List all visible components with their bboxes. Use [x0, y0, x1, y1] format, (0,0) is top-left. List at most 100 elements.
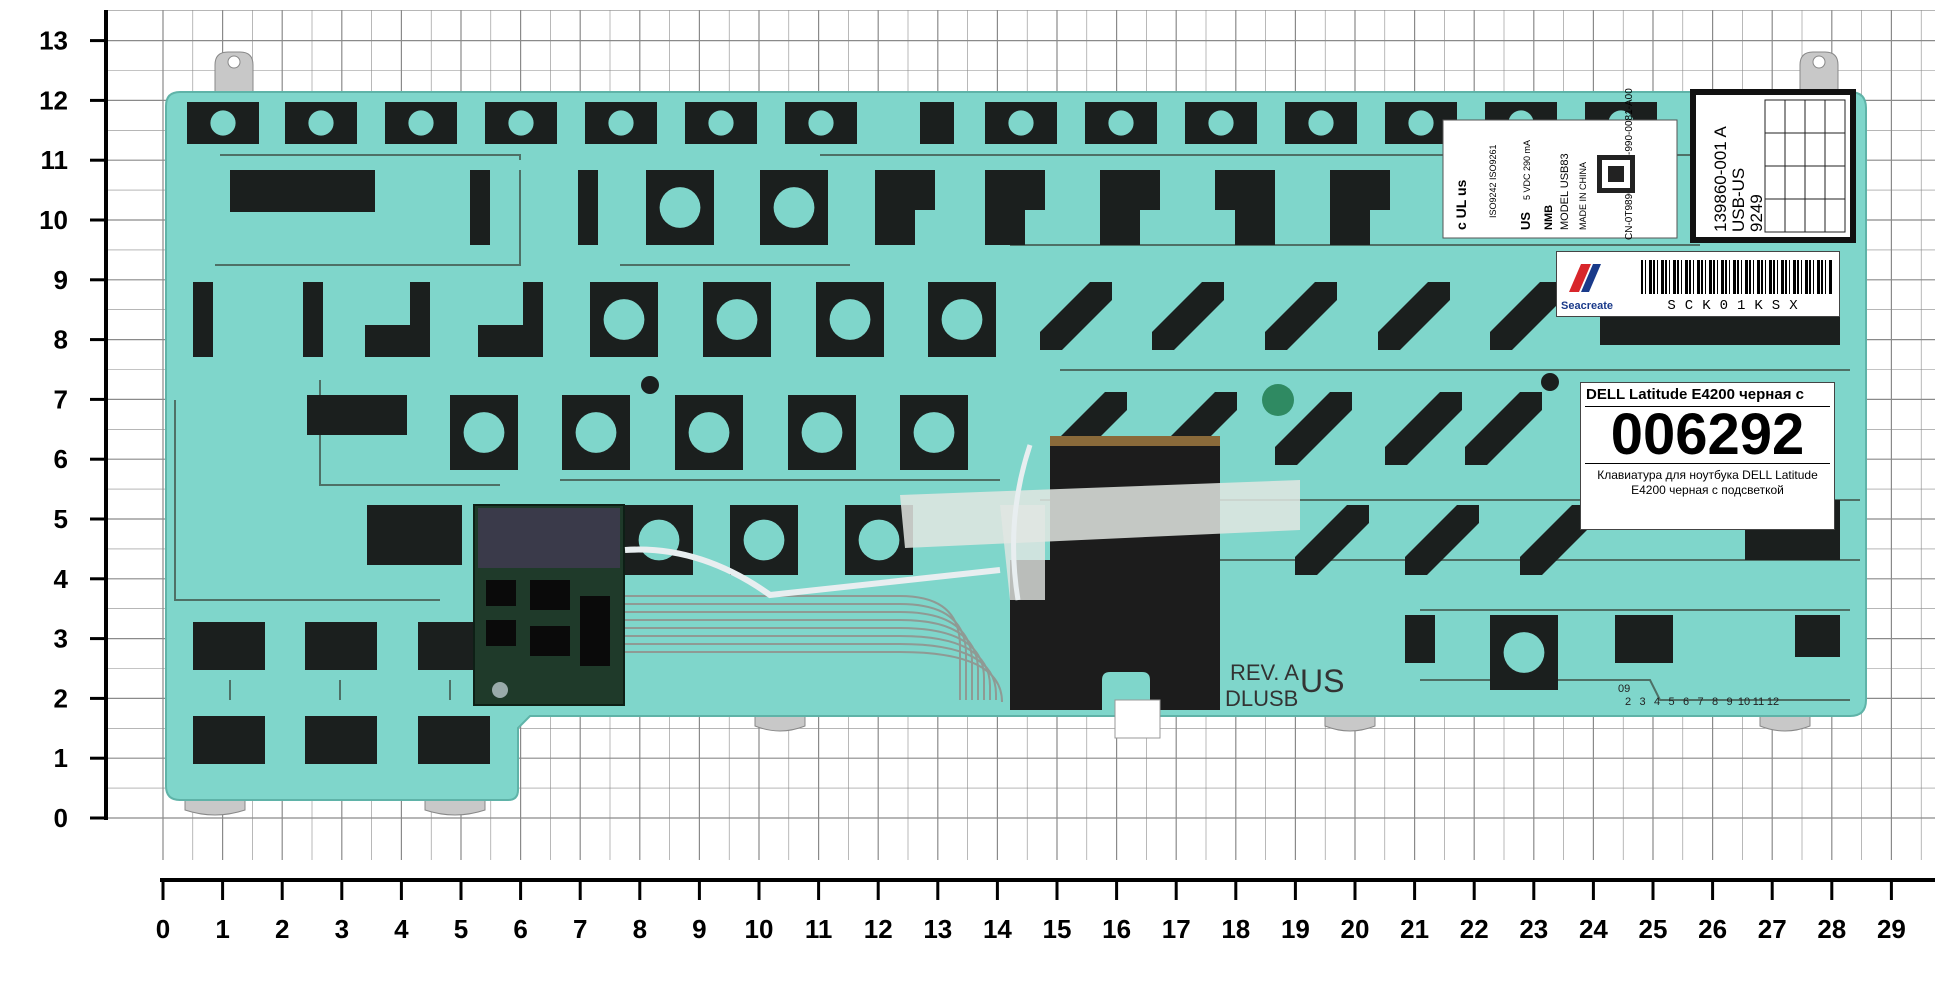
- key-pad: [365, 282, 430, 357]
- svg-text:9249: 9249: [1747, 194, 1766, 232]
- x-tick-label: 20: [1341, 914, 1370, 944]
- x-tick-label: 27: [1758, 914, 1787, 944]
- key-pad-hole: [463, 412, 505, 453]
- key-pad-hole: [308, 110, 334, 136]
- key-pad: [418, 716, 490, 764]
- x-tick-label: 2: [275, 914, 289, 944]
- key-pad: [1330, 170, 1390, 245]
- tape-strip: [900, 480, 1300, 548]
- key-pad-hole: [941, 299, 983, 340]
- key-pad-hole: [1503, 632, 1545, 673]
- product-title: DELL Latitude E4200 черная с: [1586, 386, 1804, 403]
- x-tick-label: 3: [335, 914, 349, 944]
- part-label-text: 139860-001 A USB-US 9249: [1711, 125, 1766, 232]
- seacreate-label: Seacreate SCK01KSX: [1556, 251, 1840, 317]
- column-number: 12: [1767, 696, 1779, 708]
- key-pad-hole: [688, 412, 730, 453]
- x-tick-label: 4: [394, 914, 409, 944]
- pcb-chips: [486, 580, 610, 666]
- column-number: 8: [1712, 696, 1718, 708]
- key-pad-hole: [408, 110, 434, 136]
- backlight-trace: [625, 643, 997, 700]
- key-pad: [367, 505, 462, 565]
- y-tick-label: 12: [39, 85, 68, 115]
- key-pad: [1152, 282, 1224, 350]
- white-wire: [624, 546, 1001, 599]
- x-tick-label: 18: [1221, 914, 1250, 944]
- y-tick-label: 7: [54, 384, 68, 414]
- key-pad: [1490, 282, 1562, 350]
- key-pad-hole: [801, 412, 843, 453]
- x-tick-label: 15: [1043, 914, 1072, 944]
- column-number: 6: [1683, 696, 1689, 708]
- key-pad: [1378, 282, 1450, 350]
- column-number: 11: [1753, 696, 1764, 708]
- key-pad-hole: [608, 110, 634, 136]
- key-pad-hole: [210, 110, 236, 136]
- backlight-trace: [625, 651, 1003, 703]
- key-pad: [1465, 392, 1542, 465]
- x-tick-label: 17: [1162, 914, 1191, 944]
- y-tick-label: 9: [54, 265, 68, 295]
- key-pad: [1100, 170, 1160, 245]
- x-tick-label: 22: [1460, 914, 1489, 944]
- svg-text:US: US: [1518, 212, 1533, 230]
- y-tick-label: 0: [54, 803, 68, 833]
- key-pad-hole: [1408, 110, 1434, 136]
- key-pad-hole: [575, 412, 617, 453]
- svg-text:NMB: NMB: [1543, 205, 1555, 230]
- key-pad: [1385, 392, 1462, 465]
- backlight-trace: [625, 595, 961, 700]
- membrane-hole: [641, 376, 659, 394]
- layout-mark: US: [1300, 663, 1344, 699]
- key-pad-hole: [913, 412, 955, 453]
- key-pads: [187, 102, 1840, 764]
- x-tick-label: 23: [1519, 914, 1548, 944]
- y-tick-label: 6: [54, 444, 68, 474]
- y-tick-label: 1: [54, 743, 68, 773]
- key-pad-hole: [708, 110, 734, 136]
- x-tick-label: 5: [454, 914, 468, 944]
- x-tick-label: 28: [1817, 914, 1846, 944]
- y-tick-label: 3: [54, 624, 68, 654]
- y-tick-label: 2: [54, 683, 68, 713]
- product-code: 006292: [1585, 406, 1830, 464]
- key-pad-hole: [603, 299, 645, 340]
- x-tick-label: 24: [1579, 914, 1608, 944]
- key-pad: [193, 622, 265, 670]
- seacreate-brand: Seacreate: [1561, 300, 1613, 312]
- y-tick-label: 11: [41, 145, 69, 175]
- key-pad-hole: [743, 519, 785, 561]
- key-pad: [1040, 282, 1112, 350]
- svg-text:MODEL USB83: MODEL USB83: [1559, 153, 1571, 230]
- white-wire: [1011, 444, 1033, 601]
- svg-text:139860-001 A: 139860-001 A: [1711, 125, 1730, 232]
- ribbon-contacts: [1050, 436, 1220, 446]
- key-pad: [1795, 615, 1840, 657]
- x-tick-label: 25: [1639, 914, 1668, 944]
- x-tick-label: 16: [1102, 914, 1131, 944]
- barcode: [1641, 260, 1833, 294]
- key-pad: [1615, 615, 1673, 663]
- key-pad-hole: [858, 519, 900, 561]
- key-pad: [193, 282, 213, 357]
- svg-text:USB-US: USB-US: [1729, 168, 1748, 232]
- backlight-traces: [625, 595, 1003, 703]
- key-pad: [305, 716, 377, 764]
- y-tick-label: 5: [54, 504, 68, 534]
- backlight-trace: [625, 627, 985, 700]
- x-tick-label: 11: [805, 914, 833, 944]
- y-tick-label: 13: [39, 26, 68, 56]
- key-pad: [305, 622, 377, 670]
- column-number: 5: [1668, 696, 1674, 708]
- key-pad-hole: [829, 299, 871, 340]
- key-pad: [307, 395, 407, 435]
- x-tick-label: 12: [864, 914, 893, 944]
- membrane-hole: [1541, 373, 1559, 391]
- key-pad-hole: [1208, 110, 1234, 136]
- dell-cert-label: [1442, 119, 1678, 239]
